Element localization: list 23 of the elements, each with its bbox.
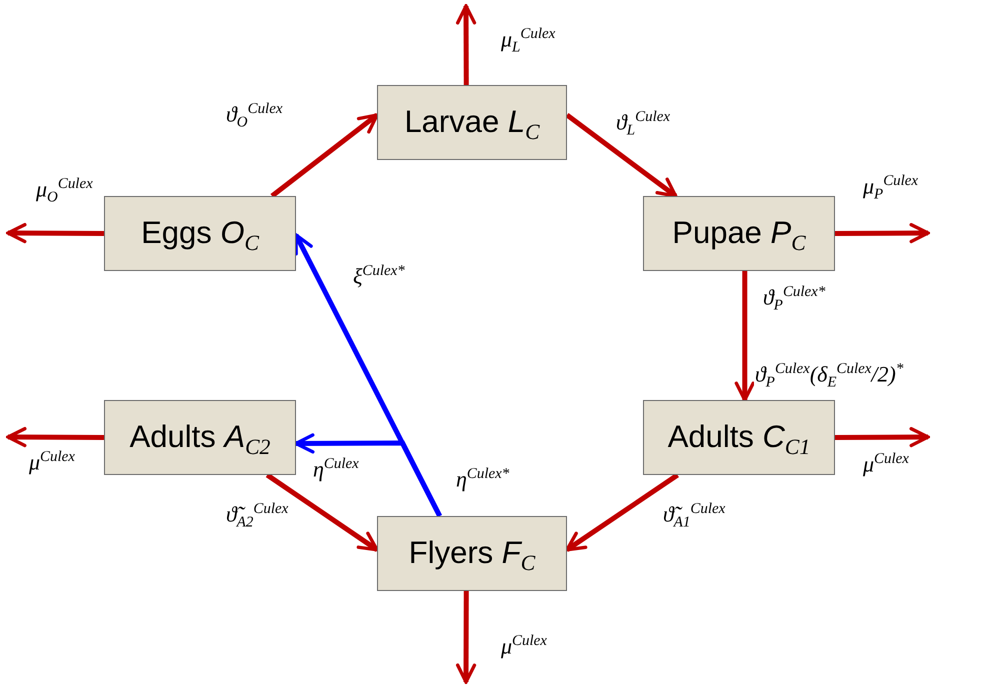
stage-box: Adults C$_{C1}$ [643, 400, 835, 475]
stage-box: Eggs O$_{C}$ [104, 196, 296, 271]
rate-label: μ$^{Culex}$ [28, 448, 76, 477]
rate-label: η$^{Culex}$ [312, 455, 360, 484]
arrow [6, 427, 104, 448]
arrow [834, 223, 930, 244]
arrow [566, 113, 678, 198]
rate-label: μ$^{Culex}$ [500, 632, 548, 661]
arrow [294, 433, 442, 518]
stage-box: Flyers F$_{C}$ [377, 516, 567, 591]
arrow [734, 271, 755, 402]
stage-box: Larvae L$_{C}$ [377, 85, 567, 160]
stage-box: Adults A$_{C2}$ [104, 400, 296, 475]
arrow [266, 472, 379, 552]
arrow [270, 113, 379, 198]
arrow [456, 4, 476, 85]
rate-label: μ$^{Culex}$ [862, 450, 910, 479]
arrow [834, 427, 930, 448]
arrow [565, 472, 679, 552]
stage-box: Pupae P$_{C}$ [643, 196, 835, 271]
rate-label: η$^{Culex*}$ [455, 465, 510, 494]
arrow [456, 591, 476, 684]
arrow [6, 223, 104, 244]
